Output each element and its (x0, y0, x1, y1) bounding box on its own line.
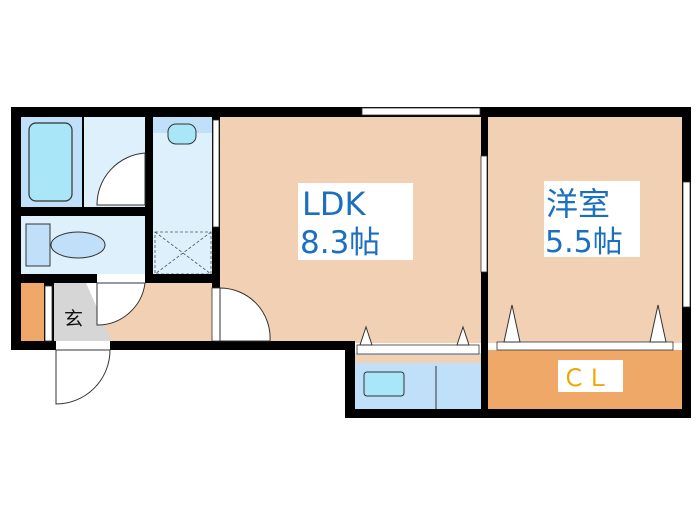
fixtures (25, 117, 483, 410)
kitchen-counter (355, 355, 483, 363)
wall (145, 107, 153, 283)
closet-door-marker (649, 304, 667, 343)
wall (11, 207, 153, 216)
toilet-tank-icon (25, 223, 51, 267)
ldk-name: LDK (302, 185, 366, 223)
sliding-door-washroom (212, 119, 220, 228)
toilet-door-gap (97, 274, 145, 283)
toilet-door[interactable] (96, 282, 146, 326)
closet-door-western (496, 341, 674, 351)
bathroom-door[interactable] (96, 152, 146, 206)
wall (145, 274, 220, 283)
entrance-floor (54, 283, 112, 341)
entrance-door-gap (56, 341, 110, 350)
sliding-door-ldk-western (480, 155, 488, 273)
western-name: 洋室 (546, 185, 610, 223)
closet-door-marker (359, 325, 373, 346)
shoe-closet (20, 283, 44, 341)
ldk-label-bg (298, 183, 413, 260)
bathtub-icon (28, 122, 73, 202)
window-right (682, 181, 691, 308)
ldk-size: 8.3帖 (300, 225, 380, 261)
room-labels: LDK 8.3帖 洋室 5.5帖 ＣＬ 玄 (64, 181, 640, 392)
window-top-ldk (361, 107, 481, 116)
wall (345, 409, 691, 418)
toilet-bowl-icon (50, 231, 106, 259)
wall (82, 117, 84, 207)
western-label-bg (544, 181, 640, 257)
doors[interactable] (55, 152, 667, 405)
closet-label-bg (558, 360, 623, 392)
closet-door-marker (456, 325, 470, 346)
doorway-ldk (211, 287, 221, 342)
wall (11, 341, 355, 350)
wall (345, 341, 355, 418)
ldk-door[interactable] (219, 287, 271, 342)
wall (11, 107, 21, 350)
windows (44, 107, 691, 355)
wall (11, 107, 691, 117)
wall (11, 274, 97, 283)
entrance-label: 玄 (64, 308, 83, 330)
closet-label: ＣＬ (562, 364, 610, 392)
closet-door-marker (503, 304, 521, 343)
wash-basin-icon (167, 123, 197, 145)
western-size: 5.5帖 (545, 225, 623, 260)
closet-door-ldk (356, 344, 480, 355)
entrance-door[interactable] (55, 349, 111, 405)
kitchen-sink-icon (363, 371, 405, 397)
sliding-door-shoe-closet (44, 285, 53, 342)
